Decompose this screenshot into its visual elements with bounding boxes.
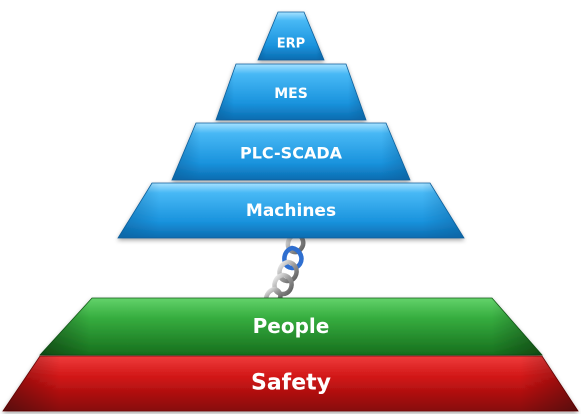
chain-link-icon: [263, 230, 306, 303]
pyramid-level-plc-scada: PLC-SCADA: [171, 122, 411, 181]
pyramid-level-erp: ERP: [257, 11, 325, 61]
level-label-safety: Safety: [251, 371, 331, 396]
level-label-mes: MES: [274, 86, 308, 102]
pyramid-level-people: People: [39, 297, 543, 356]
pyramid-level-machines: Machines: [117, 182, 465, 239]
level-label-people: People: [253, 314, 330, 338]
level-label-machines: Machines: [246, 201, 336, 221]
pyramid-level-mes: MES: [215, 63, 367, 121]
level-label-plc-scada: PLC-SCADA: [240, 144, 343, 163]
pyramid-level-safety: Safety: [2, 355, 579, 412]
level-label-erp: ERP: [277, 37, 305, 52]
